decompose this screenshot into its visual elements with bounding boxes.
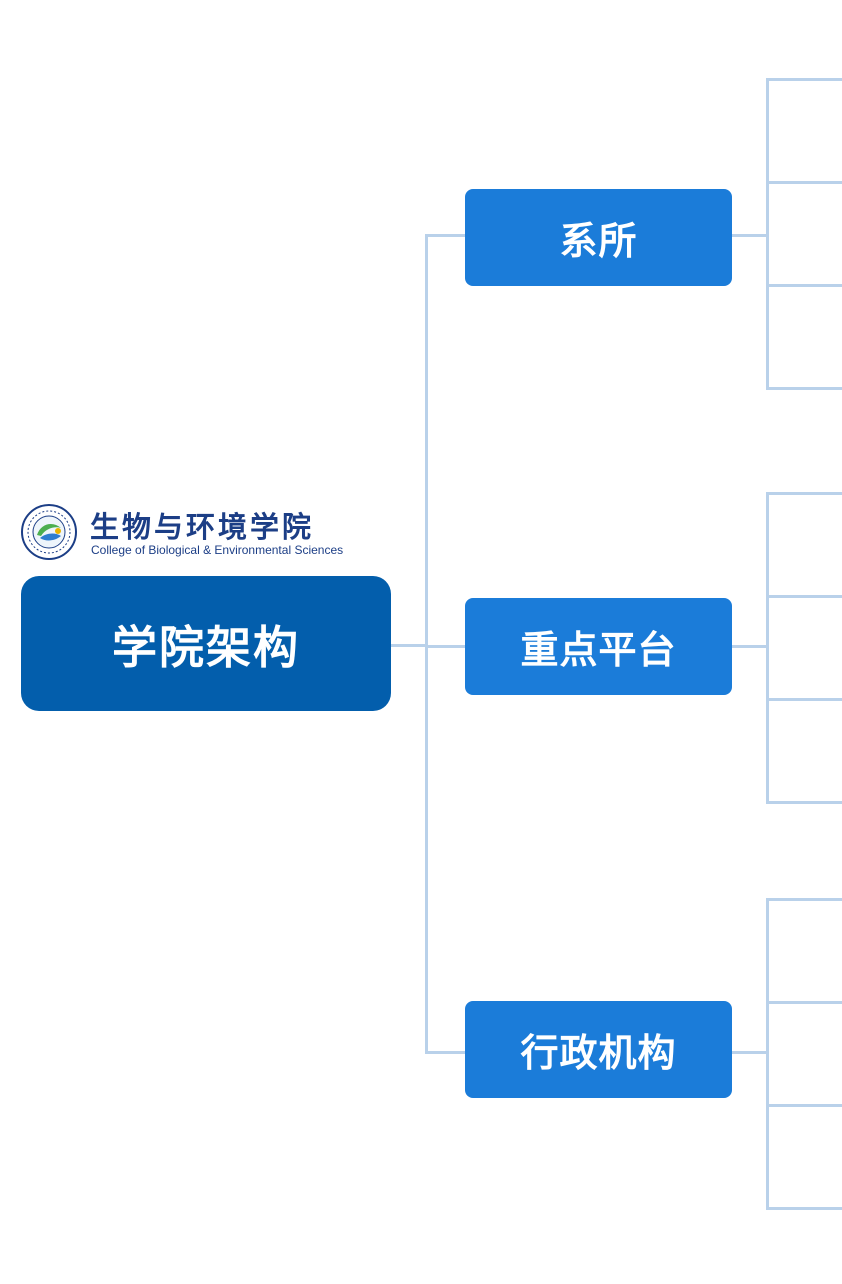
connector-root-trunk <box>391 644 427 647</box>
connector-group-3-leaf-2 <box>766 1001 842 1004</box>
connector-trunk-branch-2 <box>425 645 465 648</box>
college-emblem-icon <box>21 504 77 560</box>
connector-trunk-branch-3 <box>425 1051 465 1054</box>
college-logo: 生物与环境学院 College of Biological & Environm… <box>20 503 360 561</box>
connector-group-2-leaf-4 <box>766 801 842 804</box>
connector-group-3-leaf-1 <box>766 898 842 901</box>
connector-group-3-vertical <box>766 898 769 1210</box>
connector-branch-3-out <box>732 1051 768 1054</box>
connector-branch-2-out <box>732 645 768 648</box>
connector-group-2-leaf-2 <box>766 595 842 598</box>
college-name-en: College of Biological & Environmental Sc… <box>91 543 344 557</box>
connector-group-2-vertical <box>766 492 769 804</box>
root-node-label: 学院架构 <box>111 621 300 674</box>
branch-node-label: 系所 <box>559 219 638 263</box>
connector-trunk-branch-1 <box>425 234 465 237</box>
connector-group-1-leaf-4 <box>766 387 842 390</box>
branch-node-administration: 行政机构 <box>465 1001 732 1098</box>
branch-node-departments: 系所 <box>465 189 732 286</box>
connector-group-3-leaf-3 <box>766 1104 842 1107</box>
connector-trunk-vertical <box>425 234 428 1054</box>
connector-group-1-leaf-1 <box>766 78 842 81</box>
college-name-cn: 生物与环境学院 <box>90 510 315 544</box>
connector-group-1-vertical <box>766 78 769 390</box>
branch-node-key-platforms: 重点平台 <box>465 598 732 695</box>
root-node: 学院架构 <box>21 576 391 711</box>
branch-node-label: 重点平台 <box>520 628 677 672</box>
connector-branch-1-out <box>732 234 768 237</box>
connector-group-1-leaf-3 <box>766 284 842 287</box>
connector-group-2-leaf-3 <box>766 698 842 701</box>
connector-group-1-leaf-2 <box>766 181 842 184</box>
connector-group-2-leaf-1 <box>766 492 842 495</box>
branch-node-label: 行政机构 <box>520 1031 677 1075</box>
connector-group-3-leaf-4 <box>766 1207 842 1210</box>
